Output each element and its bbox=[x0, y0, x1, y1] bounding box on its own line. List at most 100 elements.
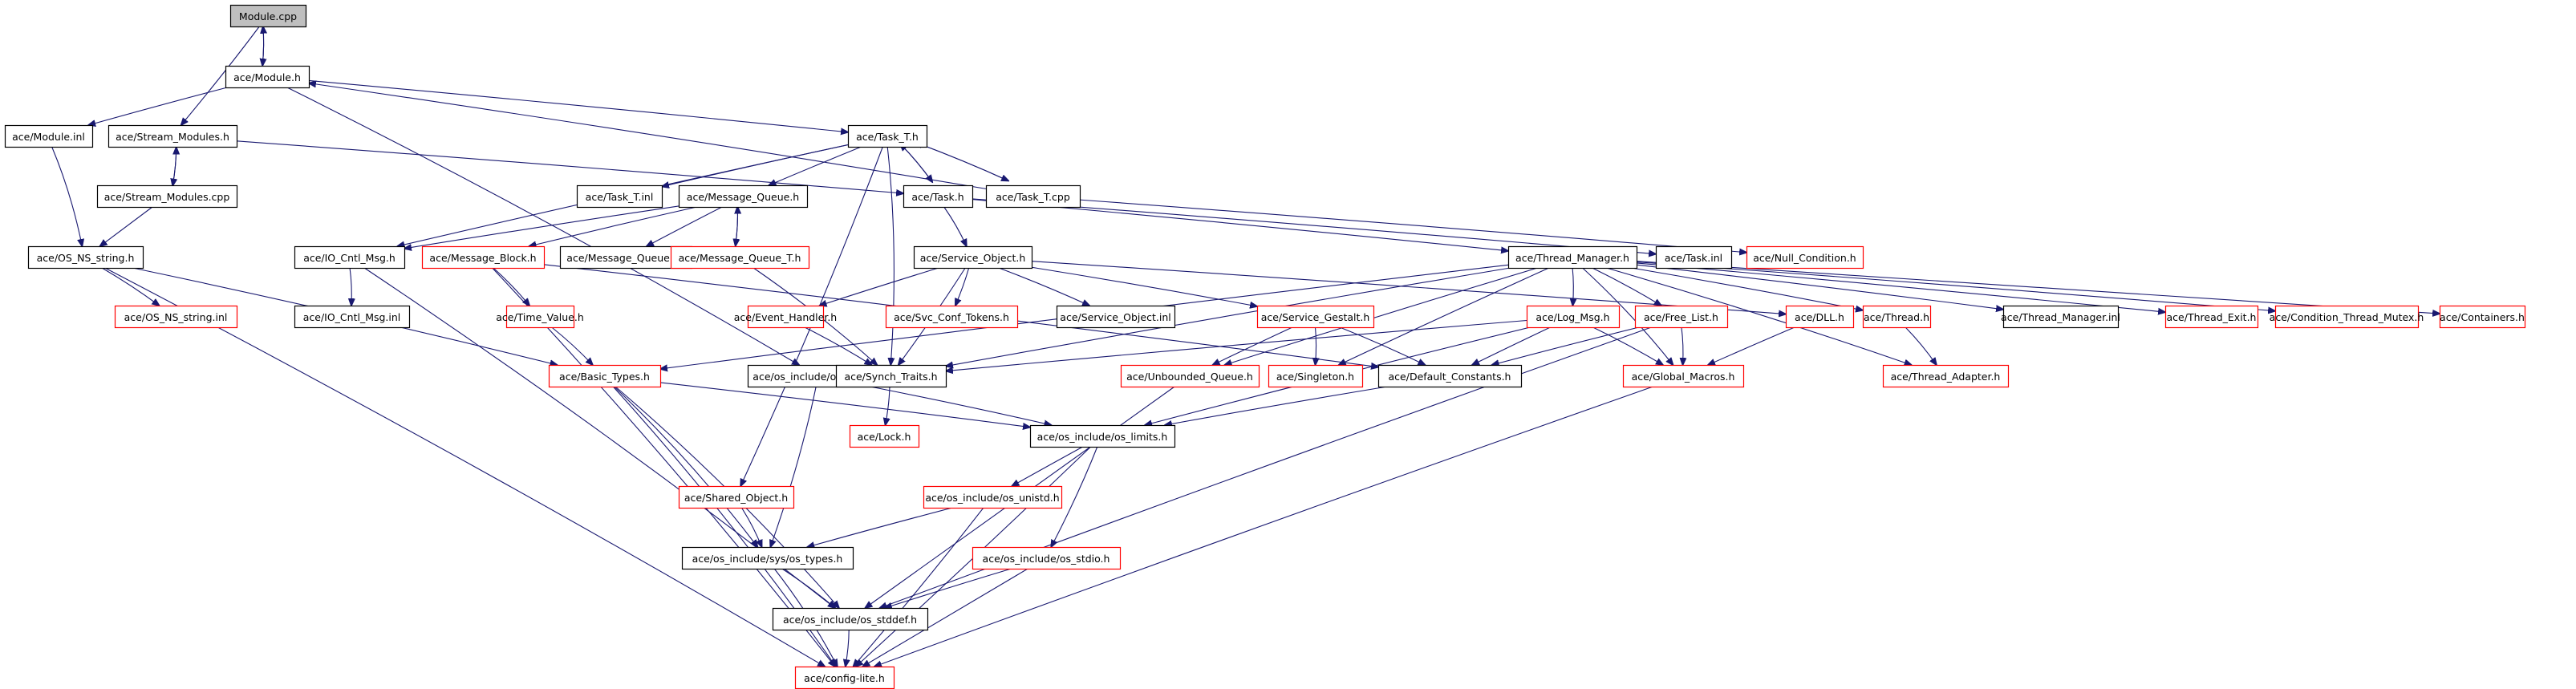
edge-message_queue_t_h-to-message_queue_h bbox=[736, 207, 738, 246]
node-box bbox=[1120, 364, 1260, 388]
node-basic-types-h[interactable]: ace/Basic_Types.h bbox=[548, 364, 662, 388]
node-box bbox=[114, 305, 238, 329]
node-box bbox=[985, 184, 1081, 209]
node-message-queue-h[interactable]: ace/Message_Queue.h bbox=[678, 184, 809, 209]
edge-module_h-to-module_cpp bbox=[262, 26, 263, 66]
node-task-t-inl[interactable]: ace/Task_T.inl bbox=[576, 184, 663, 209]
node-os-ns-string-inl[interactable]: ace/OS_NS_string.inl bbox=[114, 305, 238, 329]
node-singleton-h[interactable]: ace/Singleton.h bbox=[1268, 364, 1364, 388]
node-label: ace/Task_T.inl bbox=[586, 191, 654, 203]
node-module-h[interactable]: ace/Module.h bbox=[225, 65, 310, 89]
node-shared-object-h[interactable]: ace/Shared_Object.h bbox=[678, 485, 795, 509]
node-box bbox=[1507, 245, 1638, 270]
node-null-condition-h[interactable]: ace/Null_Condition.h bbox=[1746, 245, 1864, 270]
node-task-h[interactable]: ace/Task.h bbox=[903, 184, 974, 209]
node-label: ace/Shared_Object.h bbox=[684, 492, 788, 504]
node-label: ace/Time_Value.h bbox=[496, 311, 584, 323]
edge-shared_object_h-to-os_types_h bbox=[740, 507, 761, 547]
node-io-cntl-msg-h[interactable]: ace/IO_Cntl_Msg.h bbox=[294, 245, 406, 270]
node-event-handler-h[interactable]: ace/Event_Handler.h bbox=[734, 305, 837, 329]
node-label: ace/Message_Queue_T.h bbox=[679, 252, 801, 264]
node-task-t-cpp[interactable]: ace/Task_T.cpp bbox=[985, 184, 1081, 209]
node-box bbox=[2439, 305, 2526, 329]
node-free-list-h[interactable]: ace/Free_List.h bbox=[1634, 305, 1729, 329]
node-config-lite-h[interactable]: ace/config-lite.h bbox=[794, 666, 895, 689]
node-label: ace/OS_NS_string.inl bbox=[124, 311, 228, 323]
node-synch-traits-h[interactable]: ace/Synch_Traits.h bbox=[835, 364, 947, 388]
node-module-cpp[interactable]: Module.cpp bbox=[229, 4, 307, 28]
edge-event_handler_h-to-synch_traits_h bbox=[804, 326, 872, 365]
node-label: ace/Thread_Manager.h bbox=[1515, 252, 1629, 264]
node-os-limits-h[interactable]: ace/os_include/os_limits.h bbox=[1029, 424, 1176, 448]
node-label: ace/os_include/os_stddef.h bbox=[783, 614, 917, 626]
node-label: ace/Service_Object.inl bbox=[1060, 311, 1170, 323]
node-containers-h[interactable]: ace/Containers.h bbox=[2439, 305, 2526, 329]
edge-time_value_h-to-basic_types_h bbox=[551, 326, 593, 365]
node-box bbox=[923, 485, 1063, 509]
node-stream-modules-cpp[interactable]: ace/Stream_Modules.cpp bbox=[96, 184, 238, 209]
node-box bbox=[747, 305, 825, 329]
node-service-object-h[interactable]: ace/Service_Object.h bbox=[913, 245, 1033, 270]
edge-global_macros_h-to-config_lite_h bbox=[874, 386, 1653, 667]
edge-service_object_h-to-service_gestalt_h bbox=[1031, 266, 1257, 306]
node-box bbox=[1655, 245, 1733, 270]
node-thread-h[interactable]: ace/Thread.h bbox=[1862, 305, 1932, 329]
node-log-msg-h[interactable]: ace/Log_Msg.h bbox=[1526, 305, 1621, 329]
node-label: ace/Task_T.cpp bbox=[996, 191, 1070, 203]
edge-basic_types_h-to-os_types_h bbox=[614, 386, 758, 547]
node-dll-h[interactable]: ace/DLL.h bbox=[1785, 305, 1855, 329]
node-service-object-inl[interactable]: ace/Service_Object.inl bbox=[1056, 305, 1176, 329]
node-label: ace/Basic_Types.h bbox=[559, 371, 650, 383]
node-default-constants-h[interactable]: ace/Default_Constants.h bbox=[1377, 364, 1523, 388]
node-task-t-h[interactable]: ace/Task_T.h bbox=[847, 124, 928, 148]
node-label: ace/Task_T.h bbox=[856, 131, 919, 143]
node-label: ace/Free_List.h bbox=[1644, 311, 1718, 323]
node-box bbox=[913, 245, 1033, 270]
node-label: ace/Synch_Traits.h bbox=[844, 371, 937, 383]
node-time-value-h[interactable]: ace/Time_Value.h bbox=[496, 305, 584, 329]
node-message-queue-inl[interactable]: ace/Message_Queue.inl bbox=[559, 245, 693, 270]
node-service-gestalt-h[interactable]: ace/Service_Gestalt.h bbox=[1256, 305, 1375, 329]
node-os-types-h[interactable]: ace/os_include/sys/os_types.h bbox=[681, 546, 854, 570]
node-os-ns-string-h[interactable]: ace/OS_NS_string.h bbox=[27, 245, 144, 270]
node-message-block-h[interactable]: ace/Message_Block.h bbox=[421, 245, 546, 270]
node-stream-modules-h[interactable]: ace/Stream_Modules.h bbox=[108, 124, 238, 148]
edge-task_t_cpp-to-module_h bbox=[309, 83, 987, 189]
node-thread-exit-h[interactable]: ace/Thread_Exit.h bbox=[2164, 305, 2259, 329]
node-label: ace/Task.h bbox=[911, 191, 963, 203]
edge-os_ns_string_h-to-os_ns_string_inl bbox=[101, 267, 159, 306]
node-box bbox=[1056, 305, 1176, 329]
node-module-inl[interactable]: ace/Module.inl bbox=[4, 124, 94, 148]
edge-os_stdio_h-to-os_stddef_h bbox=[885, 568, 1012, 608]
node-thread-adapter-h[interactable]: ace/Thread_Adapter.h bbox=[1882, 364, 2010, 388]
edge-os_stddef_h-to-config_lite_h bbox=[846, 629, 849, 667]
node-box bbox=[4, 124, 94, 148]
node-label: ace/Module.inl bbox=[12, 131, 85, 143]
node-box bbox=[229, 4, 307, 28]
node-io-cntl-msg-inl[interactable]: ace/IO_Cntl_Msg.inl bbox=[294, 305, 411, 329]
node-box bbox=[681, 546, 854, 570]
node-task-inl[interactable]: ace/Task.inl bbox=[1655, 245, 1733, 270]
node-svc-conf-tokens-h[interactable]: ace/Svc_Conf_Tokens.h bbox=[885, 305, 1019, 329]
node-message-queue-t-h[interactable]: ace/Message_Queue_T.h bbox=[670, 245, 810, 270]
edge-thread_manager_h-to-thread_adapter_h bbox=[1606, 267, 1911, 365]
node-os-unistd-h[interactable]: ace/os_include/os_unistd.h bbox=[923, 485, 1063, 509]
edge-task_t_h-to-task_h bbox=[899, 143, 932, 182]
node-condition-thread-mutex-h[interactable]: ace/Condition_Thread_Mutex.h bbox=[2270, 305, 2424, 329]
node-label: ace/Unbounded_Queue.h bbox=[1126, 371, 1253, 383]
node-os-stdio-h[interactable]: ace/os_include/os_stdio.h bbox=[972, 546, 1122, 570]
node-global-macros-h[interactable]: ace/Global_Macros.h bbox=[1622, 364, 1745, 388]
edge-default_constants_h-to-os_limits_h bbox=[1165, 386, 1388, 425]
node-os-stddef-h[interactable]: ace/os_include/os_stddef.h bbox=[772, 607, 929, 631]
node-label: ace/IO_Cntl_Msg.inl bbox=[303, 311, 401, 323]
node-thread-manager-h[interactable]: ace/Thread_Manager.h bbox=[1507, 245, 1638, 270]
node-box bbox=[1785, 305, 1855, 329]
node-box bbox=[225, 65, 310, 89]
node-lock-h[interactable]: ace/Lock.h bbox=[849, 424, 920, 448]
node-thread-manager-inl[interactable]: ace/Thread_Manager.inl bbox=[2001, 305, 2120, 329]
node-box bbox=[96, 184, 238, 209]
edge-log_msg_h-to-default_constants_h bbox=[1472, 326, 1551, 365]
node-unbounded-queue-h[interactable]: ace/Unbounded_Queue.h bbox=[1120, 364, 1260, 388]
node-box bbox=[108, 124, 238, 148]
